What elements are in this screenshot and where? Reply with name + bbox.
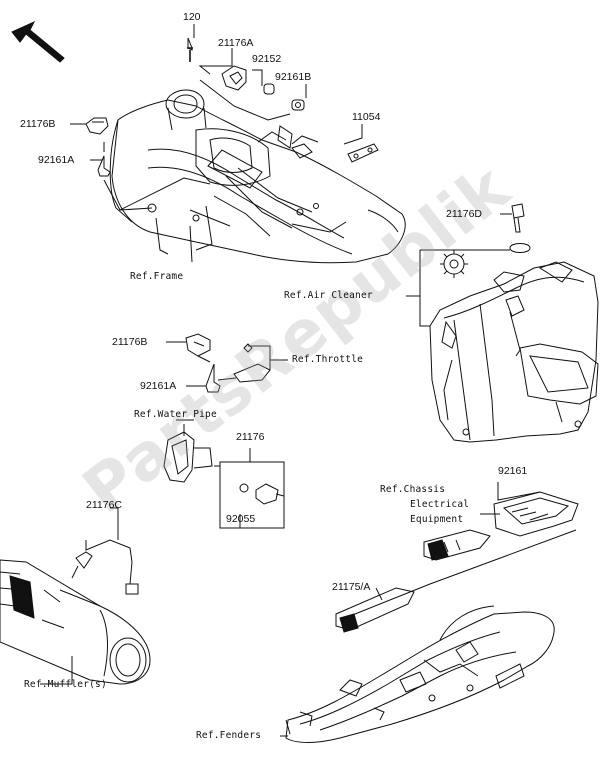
- part-label-21175a: 21175/A: [332, 581, 371, 593]
- ref-label-muffler: Ref.Muffler(s): [24, 679, 107, 690]
- frame-drawing: [109, 89, 406, 264]
- ref-label-fenders: Ref.Fenders: [196, 730, 262, 741]
- part-label-92152: 92152: [252, 53, 282, 65]
- part-label-11054: 11054: [352, 111, 381, 123]
- part-label-92161a-mid: 92161A: [140, 380, 177, 392]
- part-label-92161: 92161: [498, 465, 528, 477]
- air-cleaner-drawing: [429, 250, 599, 443]
- ref-label-chassis: Ref.Chassis: [380, 484, 446, 495]
- part-label-21176b-mid: 21176B: [112, 336, 148, 348]
- water-pipe-drawing: [163, 419, 213, 483]
- part-label-21176b-top: 21176B: [20, 118, 56, 130]
- ref-label-frame: Ref.Frame: [130, 271, 184, 282]
- muffler-drawing: [0, 559, 151, 685]
- ref-label-air-cleaner: Ref.Air Cleaner: [284, 290, 373, 301]
- part-label-92161a-top: 92161A: [38, 154, 75, 166]
- direction-arrow-icon: [11, 20, 65, 63]
- ref-label-electrical: Electrical: [410, 499, 470, 510]
- part-label-120: 120: [183, 11, 201, 23]
- part-label-21176a: 21176A: [218, 37, 254, 49]
- ref-label-equipment: Equipment: [410, 514, 464, 525]
- part-label-92161b: 92161B: [275, 71, 312, 83]
- part-label-21176c: 21176C: [86, 499, 123, 511]
- rear-fender-drawing: [285, 605, 555, 743]
- part-label-21176d: 21176D: [446, 208, 483, 220]
- ref-label-water-pipe: Ref.Water Pipe: [134, 409, 217, 420]
- gear-icon: [440, 250, 468, 278]
- part-label-92055: 92055: [226, 513, 256, 525]
- ref-label-throttle: Ref.Throttle: [292, 354, 364, 365]
- part-label-21176: 21176: [236, 431, 265, 443]
